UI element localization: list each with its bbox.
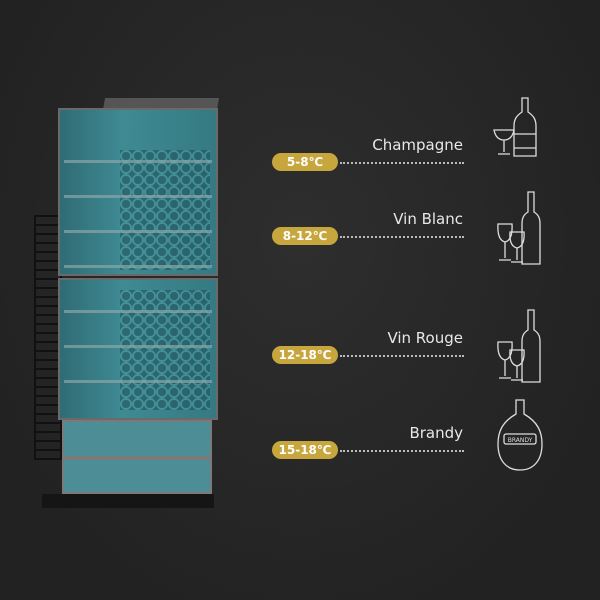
upper-zone — [58, 108, 218, 276]
red-wine-icon — [497, 309, 541, 383]
temp-badge: 15-18℃ — [272, 441, 338, 459]
temp-badge: 12-18℃ — [272, 346, 338, 364]
zone-label: Vin Blanc — [393, 210, 463, 228]
zone-label: Brandy — [409, 424, 463, 442]
zone-label: Champagne — [372, 136, 463, 154]
cabinet-base — [42, 494, 214, 508]
lower-zone — [58, 278, 218, 420]
zone-label: Vin Rouge — [387, 329, 463, 347]
white-wine-icon — [497, 191, 541, 265]
temp-badge: 8-12℃ — [272, 227, 338, 245]
bottle-label: BRANDY — [508, 437, 533, 444]
leader-line — [340, 236, 464, 238]
leader-line — [340, 162, 464, 164]
brandy-icon: BRANDY — [497, 399, 543, 471]
temp-badge: 5-8℃ — [272, 153, 338, 171]
champagne-icon — [493, 97, 537, 157]
drawer-lower — [62, 458, 212, 494]
leader-line — [340, 450, 464, 452]
leader-line — [340, 355, 464, 357]
drawer-upper — [62, 420, 212, 458]
